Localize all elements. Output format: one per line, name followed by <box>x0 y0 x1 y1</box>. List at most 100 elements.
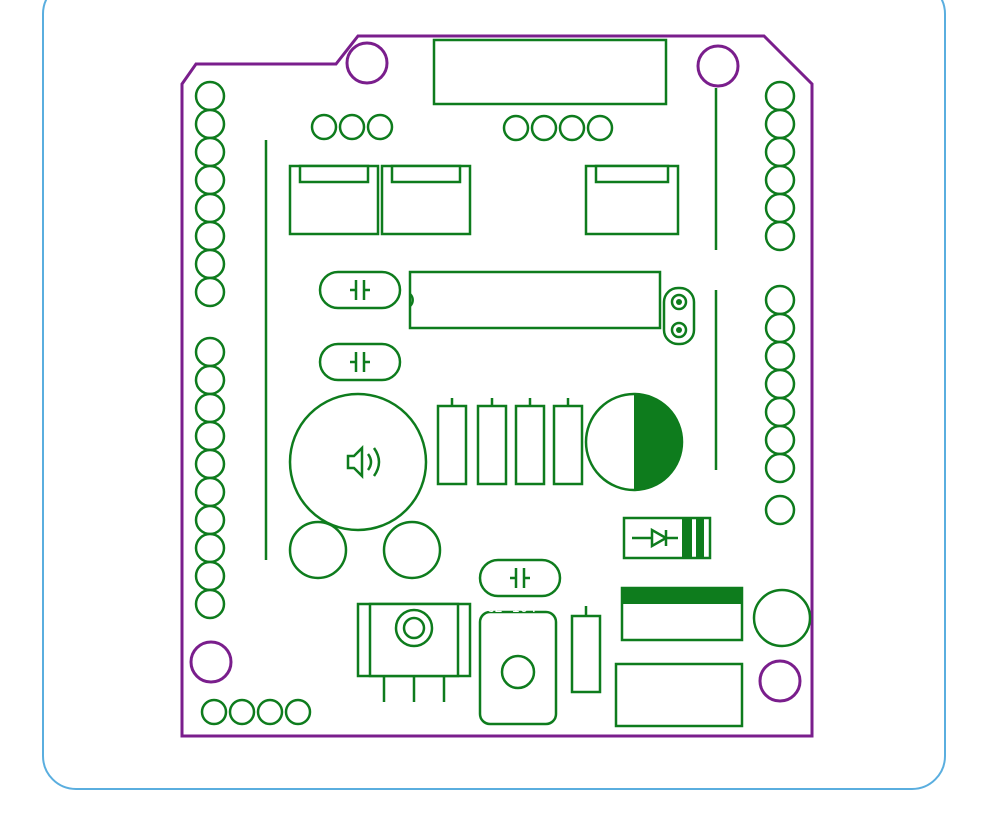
motor-right-label: 右电机 <box>392 207 446 229</box>
buzzer-ref: SB1 <box>398 378 423 394</box>
switch-s2 <box>614 662 744 728</box>
mount-hole-top-left <box>345 41 389 85</box>
digital-pin-7: 7 <box>235 284 242 298</box>
power-label: POWER <box>694 420 712 466</box>
bluetooth-header-p7 <box>200 698 312 726</box>
resistor-r4 <box>552 404 584 486</box>
regulator-ref: UI1 <box>622 568 647 584</box>
digital-pwm-label: DIGTYAL (PWM~) <box>276 306 292 424</box>
mount-hole-top-right <box>696 44 740 88</box>
bt-ref: P7 <box>312 707 328 722</box>
power-pin-5v-a: 5V <box>744 376 758 390</box>
digital-pin-11: ~11 <box>236 428 258 442</box>
resistor-r6 <box>514 404 546 486</box>
bt-pin-gnd: GND <box>267 652 282 676</box>
cap-c4-label: C4 104 <box>326 326 377 342</box>
power-header <box>764 284 796 526</box>
power-pin-gnd2: GND <box>740 348 762 362</box>
digital-pin-4: 4 <box>235 200 242 214</box>
digital-header-bottom <box>194 336 226 620</box>
digital-pin-1: TX->1 <box>248 116 284 130</box>
buzzer-sb1 <box>288 392 428 532</box>
power-pin-vin: Vin <box>740 292 762 306</box>
digital-pin-6: ~6 <box>234 256 248 270</box>
ic-driver-ref: IC2 <box>404 356 429 372</box>
servo-ref: J1 <box>398 118 416 136</box>
resistor-r4-ref: R4 <box>556 526 571 542</box>
digital-pin-aref: AREF <box>233 540 262 554</box>
resistor-r6-ref: R6 <box>518 526 533 542</box>
digital-pin-12: 12 <box>234 456 248 470</box>
switch-s1-ref: S1 <box>458 713 474 728</box>
power-in-connector-bt1 <box>584 164 680 236</box>
led-d3-ref: D3 <box>418 509 434 524</box>
diode-ref: D1 <box>746 535 762 550</box>
connector-x1 <box>432 38 668 106</box>
led-d4-plus: + <box>296 535 303 549</box>
analog-header <box>764 80 796 252</box>
power-in-minus: − <box>634 232 645 253</box>
led-d3 <box>382 520 442 580</box>
capacitor-c1 <box>584 392 684 492</box>
bt-pin-txd: TXD <box>291 652 306 676</box>
digital-pin-13: 13 <box>234 484 248 498</box>
led-d2 <box>752 588 812 648</box>
servo-pin-vcc: VCC <box>345 89 360 112</box>
motor-left-ref: M2 <box>296 237 312 252</box>
power-pin-5v-b: 5V <box>744 460 758 474</box>
power-in-title: 电源IN <box>514 180 568 201</box>
s2-ref: S2 <box>622 646 639 662</box>
analog-pin-a4: A4 <box>746 116 760 130</box>
digital-pin-2: 2 <box>235 144 242 158</box>
analog-pin-a5: A5 <box>746 88 760 102</box>
led-d3-plus: + <box>390 535 397 549</box>
power-pin-3v3: 3.3V <box>735 404 764 418</box>
analog-pin-a0: A0 <box>746 228 760 242</box>
bt-title: 蓝牙接口 <box>242 678 310 699</box>
resistor-r5 <box>476 404 508 486</box>
power-in-ref: BT1 <box>530 208 555 224</box>
motor-right-ref: M1 <box>404 237 420 252</box>
resistor-r6-value: 1K <box>525 440 540 456</box>
jumper-label: ENA ENB <box>700 299 713 346</box>
resistor-r3-ref: R3 <box>442 526 457 542</box>
cap-c1-label: C1 1000uF <box>590 370 666 386</box>
analog-pin-a1: A1 <box>746 200 760 214</box>
analog-in-label: ANALOG IN <box>694 171 712 252</box>
ir-ref: IR1 <box>322 613 345 628</box>
bt-pin-rxd: RXD <box>315 652 330 676</box>
motor-connector-m2 <box>288 164 380 236</box>
ir-title: 红外接收 <box>364 579 436 601</box>
ic-driver-name: L293D <box>498 292 543 310</box>
motor-connector-m1 <box>380 164 472 236</box>
x1-label: X1 <box>671 66 688 82</box>
ultrasonic-pin-tr: TR <box>561 146 577 161</box>
led-d2-plus: + <box>760 601 767 615</box>
capacitor-c4 <box>318 342 402 382</box>
led-d2-ref: D2 <box>774 571 790 586</box>
digital-pin-scl: SCL <box>232 596 254 610</box>
digital-header-top <box>194 80 226 308</box>
resistor-r4-value: 4.7k <box>563 439 578 470</box>
capacitor-c2 <box>478 558 562 598</box>
servo-header-j1 <box>310 113 394 141</box>
buzzer-plus: + <box>312 434 320 450</box>
jumper-ref: P1 <box>672 271 688 286</box>
led-d4 <box>288 520 348 580</box>
servo-pin-io: IO <box>373 96 388 112</box>
capacitor-c3 <box>318 270 402 310</box>
digital-pin-gnd: GND <box>236 512 258 526</box>
digital-pin-3: ~3 <box>234 172 248 186</box>
ir-receiver-ir1 <box>356 602 472 678</box>
mount-hole-bottom-left <box>189 640 233 684</box>
cap-c3-label: C3 104 <box>328 254 379 270</box>
resistor-r5-value: 1K <box>487 440 502 456</box>
power-in-plus: + <box>604 232 615 253</box>
digital-pin-9: ~9 <box>234 372 248 386</box>
resistor-r3-value: 4.7K <box>447 439 462 470</box>
digital-pin-sda: SDA <box>232 568 254 582</box>
analog-pin-a3: A3 <box>746 144 760 158</box>
ultrasonic-header-csb1 <box>502 114 614 142</box>
motor-left-label: 左电机 <box>302 207 356 229</box>
